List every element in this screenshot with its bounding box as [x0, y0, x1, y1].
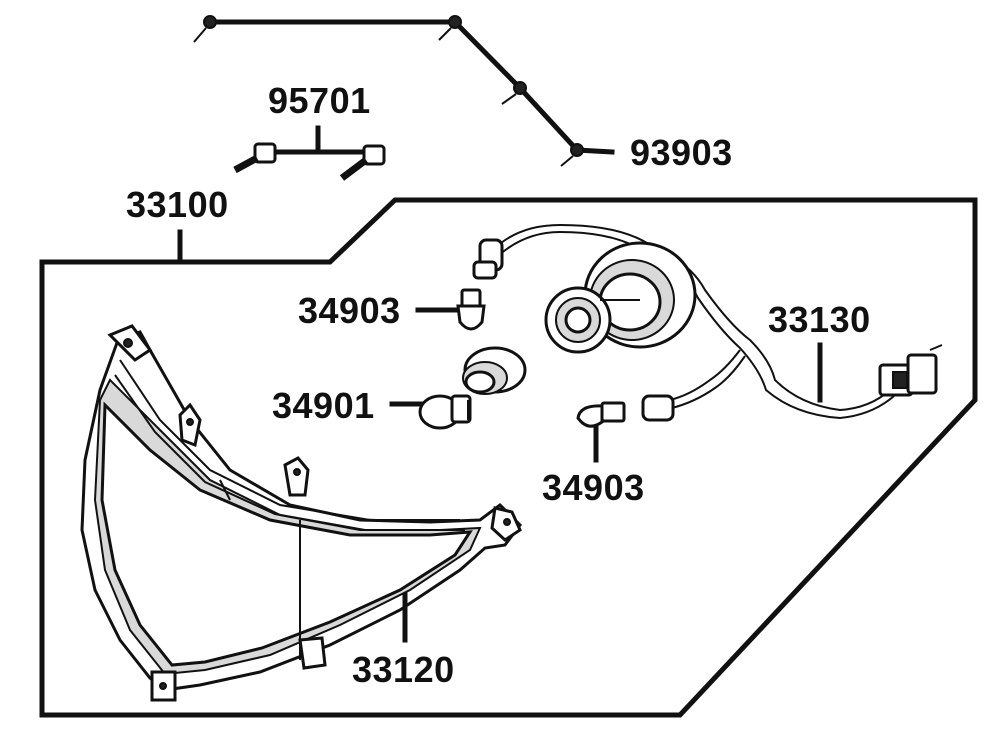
bolt-icon	[233, 142, 277, 174]
bulb-icon	[418, 394, 472, 430]
label-33120: 33120	[352, 649, 455, 690]
label-34903-bottom: 34903	[542, 467, 645, 508]
assembly-frame	[39, 197, 978, 718]
bulb-34903-top	[415, 288, 486, 331]
wedge-bulb-icon	[456, 288, 486, 331]
label-95701: 95701	[268, 80, 371, 121]
bulb-socket-icon	[472, 238, 504, 280]
wire-harness-33130	[472, 223, 943, 422]
bulb-socket-icon	[462, 346, 527, 395]
headlight-housing	[80, 324, 522, 702]
connector-plug-icon	[878, 344, 943, 397]
bulb-34903-bottom	[576, 401, 626, 463]
label-34901: 34901	[272, 385, 375, 426]
dust-cover-icon	[544, 286, 640, 354]
bolt-set-95701	[233, 125, 386, 181]
screw-icon	[193, 15, 217, 43]
label-34903-top: 34903	[298, 290, 401, 331]
bulb-socket-icon	[641, 394, 675, 422]
screw-icon	[501, 81, 527, 105]
screw-icon	[438, 15, 462, 41]
label-33100: 33100	[126, 184, 229, 225]
bolt-icon	[339, 144, 386, 181]
screw-set-93903	[193, 15, 615, 167]
label-33130: 33130	[768, 299, 871, 340]
wedge-bulb-icon	[576, 401, 626, 428]
label-93903: 93903	[630, 132, 733, 173]
screw-icon	[560, 143, 584, 167]
bulb-34901	[389, 346, 527, 430]
